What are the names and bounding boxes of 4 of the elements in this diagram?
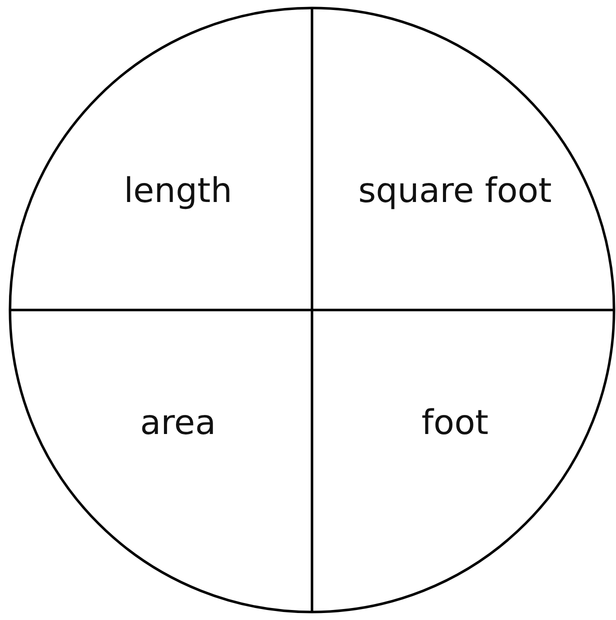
quadrant-label: length — [124, 171, 232, 211]
quadrant-label: area — [140, 403, 216, 443]
quadrant-label: foot — [422, 403, 488, 443]
quadrant-label: square foot — [358, 171, 552, 211]
